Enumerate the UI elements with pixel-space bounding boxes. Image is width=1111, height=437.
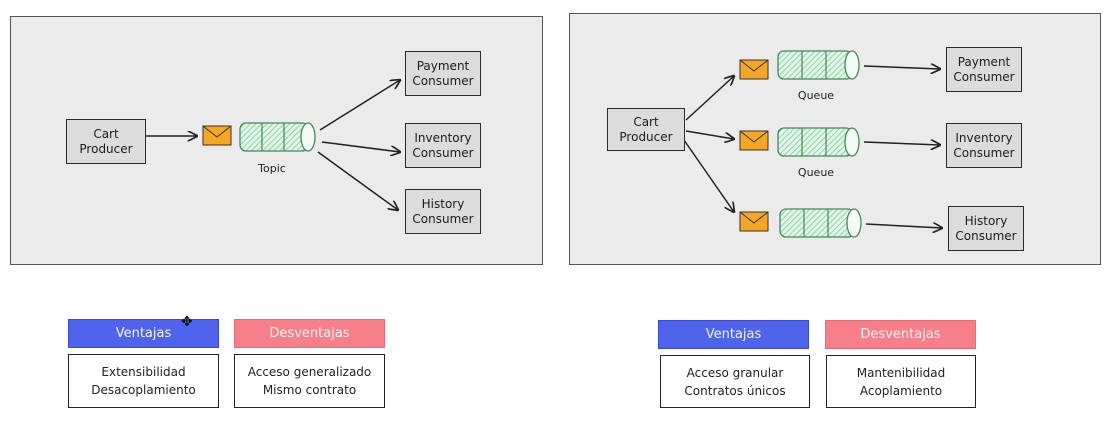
cart-producer-node: Cart Producer [607, 108, 685, 151]
arrow-topic-to-payment [319, 80, 400, 131]
node-line: Consumer [953, 145, 1015, 160]
history-consumer-node: History Consumer [948, 206, 1024, 251]
node-line: Producer [619, 129, 673, 144]
envelope-icon [739, 59, 769, 80]
pros-item: Desacoplamiento [91, 383, 196, 397]
pros-header: Ventajas [68, 319, 219, 348]
cons-header: Desventajas [825, 320, 976, 349]
node-line: History [964, 213, 1008, 228]
arrow-producer-to-queue-1 [685, 76, 734, 121]
pros-list: Acceso granular Contratos únicos [660, 355, 810, 408]
arrow-topic-to-history [317, 151, 398, 210]
arrow-producer-to-queue-2 [685, 130, 734, 139]
node-line: Consumer [412, 211, 474, 226]
envelope-icon [739, 211, 769, 232]
node-line: Inventory [955, 130, 1013, 145]
queue-label: Queue [797, 89, 835, 102]
node-line: Payment [416, 58, 470, 73]
node-line: Consumer [412, 73, 474, 88]
payment-consumer-node: Payment Consumer [946, 47, 1022, 92]
pros-header: Ventajas [658, 320, 809, 349]
cart-producer-node: Cart Producer [66, 119, 146, 164]
node-line: Consumer [953, 69, 1015, 84]
cons-item: Mismo contrato [262, 383, 357, 397]
arrow-topic-to-inventory [321, 141, 400, 152]
pros-list: Extensibilidad Desacoplamiento [68, 354, 219, 408]
cons-header: Desventajas [234, 319, 385, 348]
queue-cylinder-icon [239, 122, 316, 152]
node-line: Payment [957, 54, 1011, 69]
pros-item: Contratos únicos [684, 383, 786, 398]
cursor-move-icon: ✥ [181, 314, 193, 330]
cons-item: Acoplamiento [859, 383, 943, 398]
cons-item: Mantenibilidad [856, 365, 946, 380]
arrow-producer-to-queue-3 [683, 139, 734, 212]
arrow-queue-to-payment [863, 66, 940, 69]
arrow-queue-to-inventory [863, 142, 940, 145]
node-line: Cart [633, 114, 659, 129]
arrow-queue-to-history [865, 224, 942, 228]
cons-item: Acceso generalizado [247, 365, 372, 379]
envelope-icon [739, 130, 769, 151]
history-consumer-node: History Consumer [405, 189, 481, 234]
pros-item: Extensibilidad [101, 365, 186, 379]
cons-list: Mantenibilidad Acoplamiento [826, 355, 976, 408]
node-line: Producer [79, 141, 133, 156]
node-line: Consumer [955, 228, 1017, 243]
cons-list: Acceso generalizado Mismo contrato [234, 354, 385, 408]
queue-cylinder-icon [777, 50, 860, 80]
topic-label: Topic [258, 162, 286, 175]
queue-cylinder-icon [779, 208, 862, 238]
pros-item: Acceso granular [686, 365, 784, 380]
envelope-icon [202, 125, 232, 146]
node-line: History [421, 196, 465, 211]
node-line: Cart [93, 126, 119, 141]
payment-consumer-node: Payment Consumer [405, 51, 481, 96]
inventory-consumer-node: Inventory Consumer [405, 123, 481, 168]
node-line: Consumer [412, 145, 474, 160]
queue-cylinder-icon [777, 127, 860, 157]
queue-label: Queue [797, 166, 835, 179]
node-line: Inventory [414, 130, 472, 145]
inventory-consumer-node: Inventory Consumer [946, 123, 1022, 168]
